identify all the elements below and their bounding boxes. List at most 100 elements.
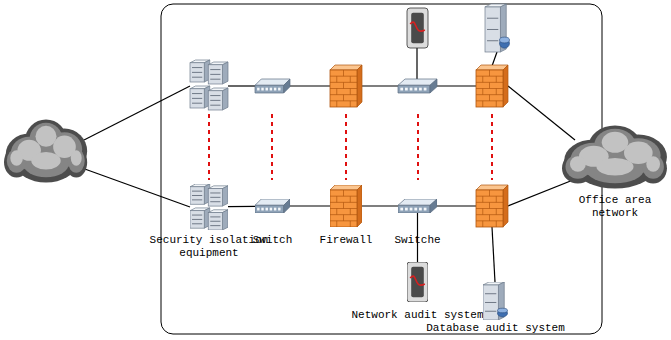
switch-port (419, 88, 422, 91)
firewall-side (357, 185, 362, 227)
tower-slot (192, 77, 202, 78)
tower-slot (210, 201, 220, 202)
brick-line (482, 196, 483, 202)
network-link (228, 206, 255, 208)
firewall-front (476, 190, 503, 227)
switch-front (398, 85, 430, 93)
switch-port (400, 208, 403, 211)
brick-line (343, 95, 344, 101)
tower-slot (210, 192, 220, 193)
redundancy-dash (208, 114, 210, 180)
switch-port (266, 88, 268, 91)
switch-port (424, 88, 427, 91)
switch-port (424, 208, 427, 211)
tower-slot (210, 74, 220, 75)
switch-port (419, 208, 422, 211)
device-label: Office area network (571, 194, 659, 220)
tower-slot (210, 95, 220, 96)
tower-side (222, 186, 228, 206)
device-label: Switch (253, 234, 293, 247)
brick-line (343, 70, 344, 76)
network-wire (437, 205, 476, 206)
device-node: Firewall (330, 185, 362, 227)
device-node: Network audit system (407, 262, 428, 302)
audit-case (407, 262, 428, 302)
switch-port (257, 88, 259, 91)
device-label: Firewall (320, 234, 373, 247)
switch-side (284, 199, 290, 213)
switch-front (255, 205, 284, 213)
redundancy-dash (271, 114, 273, 180)
tower-slot (485, 302, 496, 303)
device-node: Switche (398, 199, 437, 213)
brick-line (496, 209, 497, 215)
tower-slot (210, 79, 220, 80)
device-icon (562, 122, 668, 192)
device-node: Office area network (562, 122, 668, 192)
firewall-front (476, 70, 503, 107)
drawing-part (255, 199, 290, 213)
network-link (290, 205, 330, 206)
tower-slot (192, 215, 202, 216)
firewall-top (476, 65, 508, 70)
tower-slot (192, 223, 202, 224)
tower-front (485, 7, 500, 52)
network-wire (82, 168, 190, 207)
switch-port (257, 208, 259, 211)
brick-line (489, 82, 490, 88)
tower-slot (487, 29, 498, 30)
tower-slot (192, 219, 202, 220)
brick-line (482, 209, 483, 215)
disk-top (498, 308, 508, 313)
redundancy-dash (417, 114, 419, 180)
device-node: Switch (255, 199, 290, 213)
firewall-top (330, 185, 362, 190)
switch-front (398, 205, 430, 213)
switch-port (278, 208, 280, 211)
device-node: Security isolation equipment (190, 184, 228, 230)
brick-line (482, 76, 483, 82)
tower-front (190, 187, 204, 204)
tower-front (208, 189, 222, 206)
audit-case (407, 8, 428, 48)
brick-line (489, 202, 490, 208)
network-wire (508, 86, 575, 140)
device-label: Network audit system (351, 309, 483, 322)
network-wire (228, 85, 255, 86)
switch-port (270, 208, 272, 211)
zone-border (161, 4, 602, 334)
drawing-part (562, 126, 667, 189)
device-icon (330, 185, 362, 227)
firewall-front (330, 190, 357, 227)
device-label: Database audit system (426, 322, 565, 335)
firewall-top (330, 65, 362, 70)
tower-front (190, 63, 204, 82)
tower-slot (210, 197, 220, 198)
drawing-part (190, 184, 228, 230)
network-wire (492, 227, 495, 282)
brick-line (489, 190, 490, 196)
tower-front (208, 91, 222, 110)
redundancy-dash (345, 114, 347, 180)
brick-line (343, 190, 344, 196)
brick-line (336, 221, 337, 227)
brick-line (350, 209, 351, 215)
switch-port (278, 88, 280, 91)
tower-slot (485, 311, 496, 312)
cloud-shape (570, 156, 586, 171)
tower-front (483, 285, 498, 320)
firewall-front (330, 70, 357, 107)
tower-slot (210, 105, 220, 106)
brick-line (482, 101, 483, 107)
brick-line (496, 101, 497, 107)
tower-slot (210, 225, 220, 226)
brick-line (350, 221, 351, 227)
cloud-shape (10, 150, 23, 165)
tower-slot (210, 69, 220, 70)
switch-port (261, 88, 263, 91)
device-icon (407, 262, 428, 302)
device-label: Switche (394, 234, 440, 247)
brick-line (336, 209, 337, 215)
firewall-side (503, 65, 508, 107)
